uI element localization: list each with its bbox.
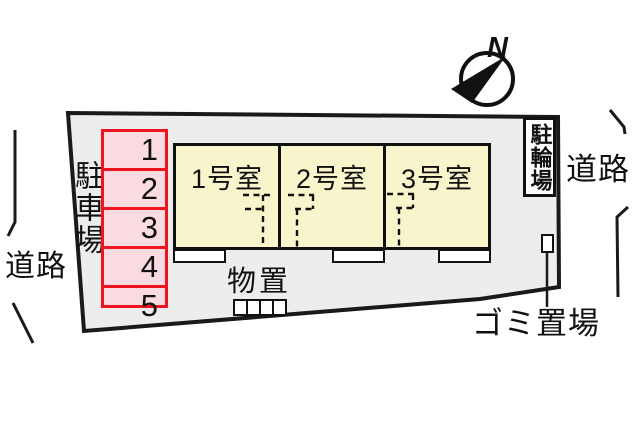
storage-label: 物置 <box>227 266 292 298</box>
entry-step-room-2 <box>332 249 385 263</box>
parking-area-label: 駐車場 <box>70 160 103 256</box>
parking-space-number: 1 <box>140 132 158 167</box>
room-label: 1号室 <box>190 164 264 194</box>
parking-space-number: 4 <box>140 249 158 284</box>
entry-step-room-3 <box>438 249 491 263</box>
bicycle-parking-label: 駐輪場 <box>527 122 553 192</box>
garbage-area-label: ゴミ置場 <box>472 306 600 341</box>
room-label: 3号室 <box>400 164 474 194</box>
road-label-right: 道路 <box>566 152 630 187</box>
road-edge-right-upper <box>608 109 627 135</box>
storage-cell <box>272 299 287 316</box>
storage-lockers <box>233 299 287 316</box>
road-edge-left-upper <box>6 130 17 237</box>
road-edge-right-lower <box>615 205 630 298</box>
parking-space-1: 1 <box>104 132 165 171</box>
entry-step-room-1 <box>173 249 226 263</box>
bicycle-parking-box: 駐輪場 <box>523 117 556 197</box>
parking-space-5: 5 <box>104 288 165 324</box>
compass-needle-icon <box>451 56 506 103</box>
room-2: 2号室 <box>278 146 383 247</box>
road-edge-left-lower <box>11 302 35 344</box>
parking-lot: 1 2 3 4 5 <box>101 129 168 323</box>
parking-space-number: 3 <box>140 210 158 245</box>
garbage-box <box>541 234 554 253</box>
road-label-left: 道路 <box>5 250 67 283</box>
compass-north-label: N <box>487 32 508 64</box>
room-label: 2号室 <box>295 164 369 194</box>
room-3: 3号室 <box>383 146 488 247</box>
parking-space-2: 2 <box>104 171 165 210</box>
parking-space-3: 3 <box>104 210 165 249</box>
parking-space-number: 5 <box>140 288 158 323</box>
parking-space-number: 2 <box>140 171 158 206</box>
apartment-building: 1号室 2号室 3号室 <box>173 143 491 250</box>
room-1: 1号室 <box>176 146 278 247</box>
parking-space-4: 4 <box>104 249 165 288</box>
